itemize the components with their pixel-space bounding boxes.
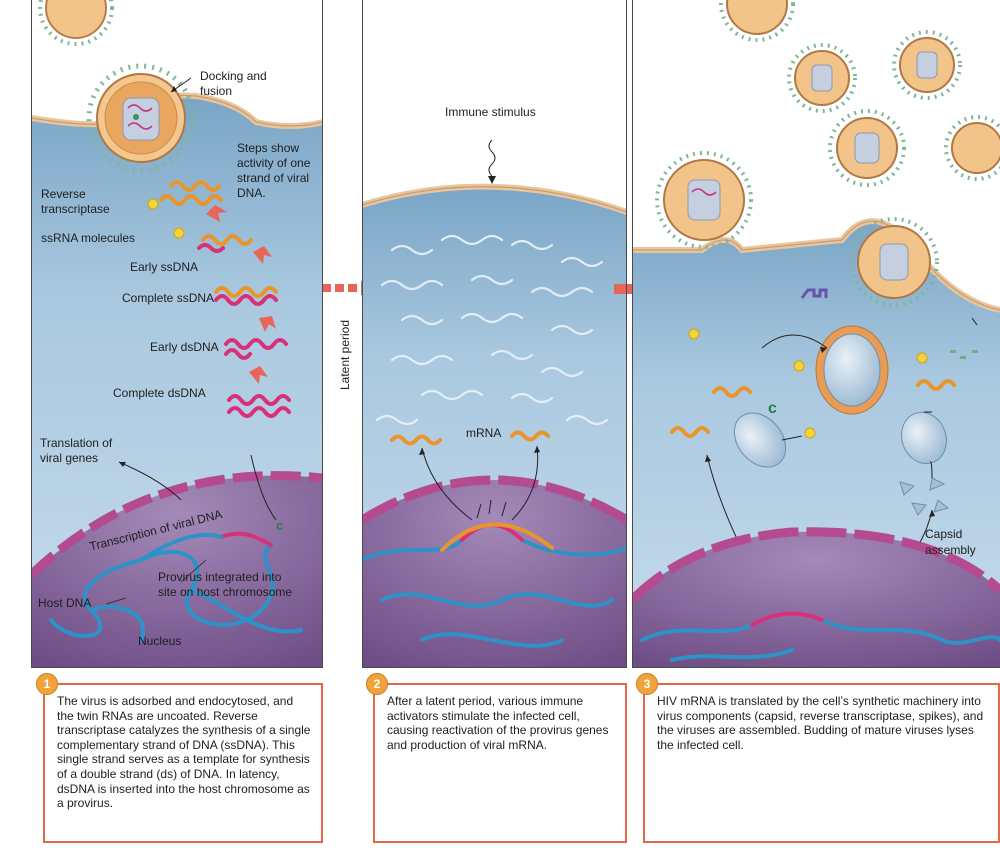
- svg-text:c: c: [276, 518, 283, 533]
- step-3-description: HIV mRNA is translated by the cell’s syn…: [643, 683, 1000, 843]
- label-provirus: Provirus integrated into site on host ch…: [158, 570, 293, 599]
- panel-1-border: [31, 0, 323, 668]
- step-2-description: After a latent period, various immune ac…: [373, 683, 627, 843]
- latent-period-label: Latent period: [338, 319, 352, 391]
- panel-2-border: [362, 0, 627, 668]
- label-host-dna: Host DNA: [38, 596, 92, 610]
- label-steps-note: Steps show activity of one strand of vir…: [237, 141, 311, 200]
- label-early-dsdna: Early dsDNA: [150, 340, 219, 354]
- label-mrna: mRNA: [466, 426, 502, 440]
- panel-2-latency: [362, 0, 627, 668]
- label-complete-dsdna: Complete dsDNA: [113, 386, 206, 400]
- step-3-badge: 3: [636, 673, 658, 695]
- mature-viruses: [655, 0, 1000, 307]
- label-reverse-transcriptase: Reverse transcriptase: [41, 187, 110, 216]
- label-translation: Translation of viral genes: [40, 436, 113, 465]
- label-ssrna: ssRNA molecules: [41, 231, 136, 245]
- label-complete-ssdna: Complete ssDNA: [122, 291, 215, 305]
- label-immune-stimulus: Immune stimulus: [445, 105, 536, 119]
- docking-virus: [86, 63, 196, 173]
- svg-text:c: c: [768, 400, 777, 417]
- label-docking: Docking and fusion: [200, 69, 267, 98]
- step-1-badge: 1: [36, 673, 58, 695]
- step-1-description: The virus is adsorbed and endocytosed, a…: [43, 683, 323, 843]
- panel-3-assembly: c: [632, 0, 1000, 668]
- panel-3-border: [632, 0, 1000, 668]
- label-capsid-assembly: Capsid assembly: [925, 527, 976, 557]
- panel-1-infection: c: [31, 0, 323, 668]
- label-nucleus: Nucleus: [138, 634, 182, 648]
- label-early-ssdna: Early ssDNA: [130, 260, 199, 274]
- step-2-badge: 2: [366, 673, 388, 695]
